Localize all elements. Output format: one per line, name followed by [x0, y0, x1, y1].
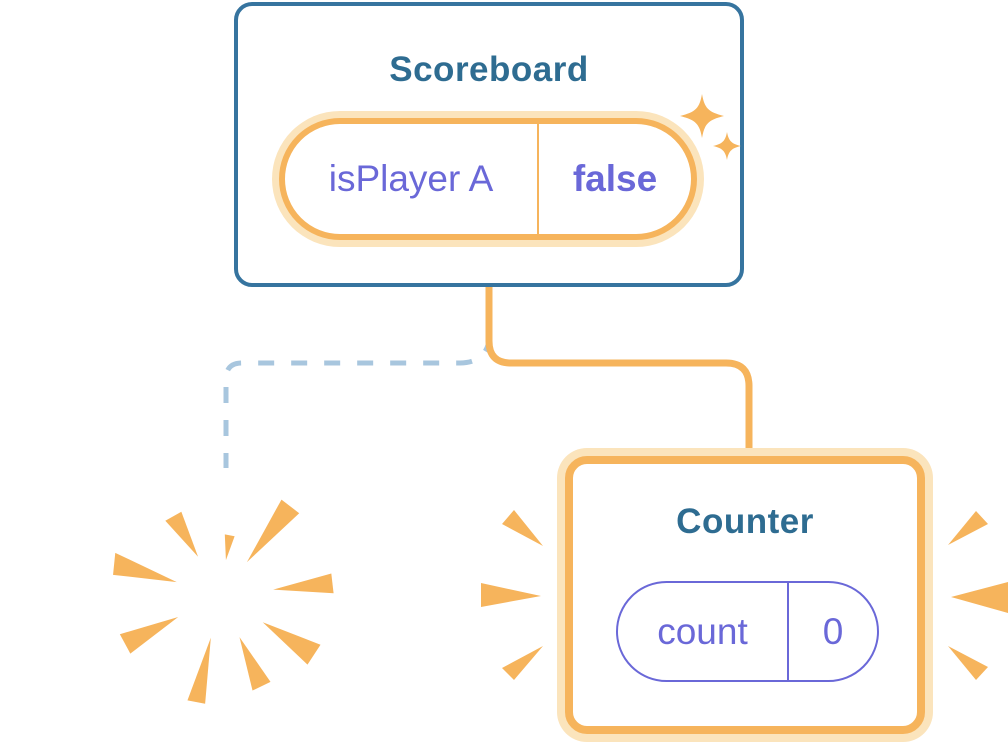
burst-ray-icon	[948, 646, 988, 680]
burst-ray-icon	[502, 510, 543, 546]
counter-state-pill: count 0	[616, 581, 879, 682]
pill-divider	[537, 124, 539, 234]
dashed-connector-line	[223, 335, 493, 468]
orange-connector-line	[485, 285, 753, 456]
state-value: false	[572, 158, 658, 199]
pill-divider	[787, 583, 789, 680]
state-key: count	[657, 610, 748, 652]
counter-title: Counter	[676, 502, 814, 541]
burst-ray-icon	[481, 583, 541, 607]
poof-burst-icon	[113, 499, 334, 704]
scoreboard-title: Scoreboard	[389, 50, 589, 89]
burst-ray-icon	[951, 582, 1008, 613]
state-value: 0	[822, 610, 844, 652]
destroyed-component-card	[78, 452, 366, 740]
state-key: isPlayer A	[328, 158, 494, 199]
counter-card: Counter count 0	[565, 456, 925, 734]
scoreboard-card: Scoreboard isPlayer A false	[234, 2, 744, 287]
burst-ray-icon	[948, 511, 988, 545]
burst-ray-icon	[502, 646, 543, 680]
scoreboard-state-pill: isPlayer A false	[279, 118, 697, 240]
